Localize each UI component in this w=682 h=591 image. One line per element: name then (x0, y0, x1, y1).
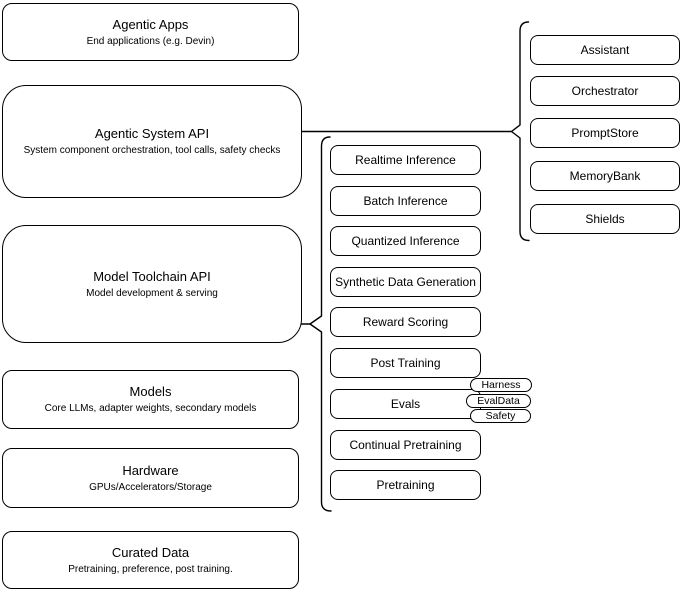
layer-subtitle: Model development & serving (86, 287, 218, 299)
layer-curated-data: Curated Data Pretraining, preference, po… (2, 531, 299, 589)
layer-subtitle: GPUs/Accelerators/Storage (89, 481, 212, 493)
component-promptstore: PromptStore (530, 118, 680, 148)
component-batch-inference: Batch Inference (330, 186, 481, 216)
evals-tag-safety: Safety (470, 409, 531, 423)
layer-models: Models Core LLMs, adapter weights, secon… (2, 370, 299, 429)
layer-title: Agentic System API (94, 126, 210, 141)
layer-title: Agentic Apps (112, 16, 189, 32)
component-synthetic-data-generation: Synthetic Data Generation (330, 267, 481, 297)
layer-title: Curated Data (111, 544, 190, 560)
component-memorybank: MemoryBank (530, 161, 680, 191)
layer-agentic-system-api: Agentic System API System component orch… (2, 85, 302, 198)
layer-subtitle: System component orchestration, tool cal… (23, 145, 281, 156)
layer-title: Models (129, 384, 172, 399)
component-continual-pretraining: Continual Pretraining (330, 430, 481, 460)
layer-model-toolchain-api: Model Toolchain API Model development & … (2, 225, 302, 343)
layer-title: Hardware (122, 462, 179, 478)
layer-subtitle: Core LLMs, adapter weights, secondary mo… (44, 403, 257, 414)
component-realtime-inference: Realtime Inference (330, 145, 481, 175)
layer-subtitle: End applications (e.g. Devin) (86, 35, 215, 47)
evals-tag-evaldata: EvalData (466, 394, 531, 408)
layer-hardware: Hardware GPUs/Accelerators/Storage (2, 448, 299, 508)
component-orchestrator: Orchestrator (530, 76, 680, 106)
toolchain-brace (309, 136, 332, 512)
layer-agentic-apps: Agentic Apps End applications (e.g. Devi… (2, 3, 299, 61)
component-evals: Evals (330, 389, 481, 419)
system-brace (510, 21, 530, 242)
component-assistant: Assistant (530, 35, 680, 65)
layer-subtitle: Pretraining, preference, post training. (68, 563, 233, 575)
component-pretraining: Pretraining (330, 470, 481, 500)
component-reward-scoring: Reward Scoring (330, 307, 481, 337)
evals-tag-harness: Harness (470, 378, 532, 392)
component-quantized-inference: Quantized Inference (330, 226, 481, 256)
component-post-training: Post Training (330, 348, 481, 378)
component-shields: Shields (530, 204, 680, 234)
layer-title: Model Toolchain API (93, 268, 211, 284)
